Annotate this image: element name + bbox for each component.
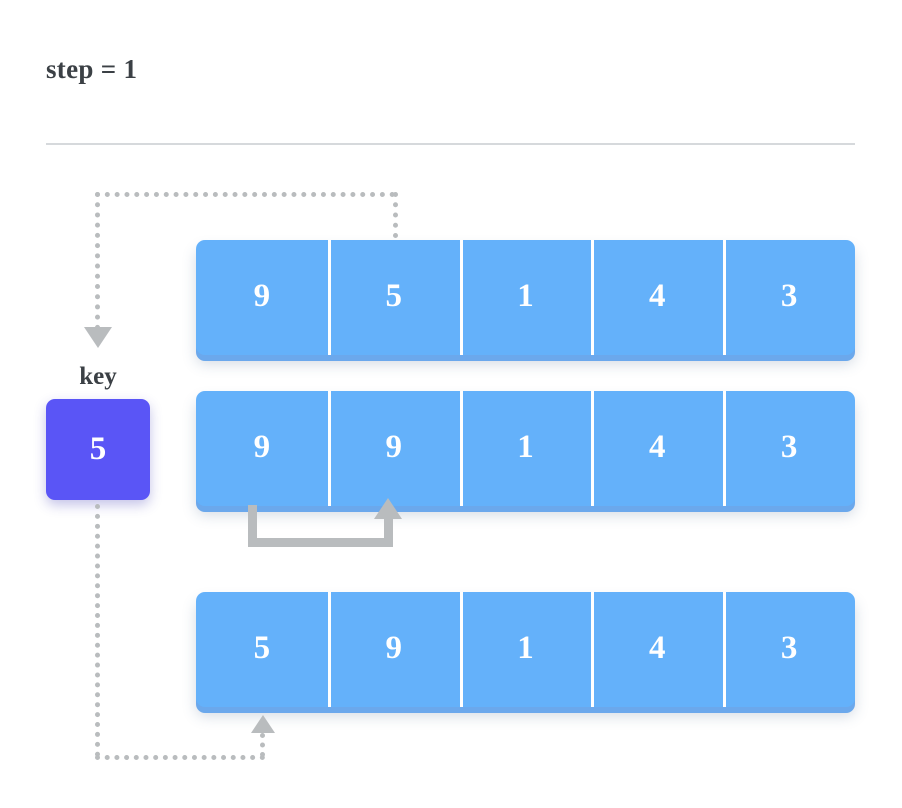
copy-to-key-horizontal-segment <box>95 192 395 197</box>
shift-arrow-right-leg <box>384 515 393 547</box>
key-to-slot-horizontal-segment <box>95 755 265 760</box>
key-label: key <box>79 363 117 390</box>
array-cell: 3 <box>723 240 855 355</box>
array-row-shifted: 9 9 1 4 3 <box>196 391 855 506</box>
array-cell: 1 <box>459 240 592 355</box>
array-row-after: 5 9 1 4 3 <box>196 592 855 707</box>
array-cell: 9 <box>327 592 460 707</box>
array-cell: 9 <box>253 429 271 465</box>
shift-arrow-left-leg <box>248 505 257 547</box>
array-cell: 3 <box>723 592 855 707</box>
array-cell: 5 <box>253 630 271 666</box>
array-row-before: 9 5 1 4 3 <box>196 240 855 355</box>
copy-to-key-vertical-segment <box>95 192 100 330</box>
array-cell: 5 <box>327 240 460 355</box>
array-cell: 4 <box>591 391 723 506</box>
array-cell: 4 <box>591 592 723 707</box>
key-to-slot-riser-segment <box>260 733 265 757</box>
copy-to-key-source-stub <box>393 192 398 238</box>
step-title: step = 1 <box>46 54 138 84</box>
header-divider <box>46 143 855 145</box>
key-value: 5 <box>89 431 107 467</box>
key-box: 5 <box>46 399 150 500</box>
array-cell: 3 <box>723 391 855 506</box>
array-cell: 9 <box>253 278 271 314</box>
array-cell: 9 <box>327 391 460 506</box>
array-cell: 1 <box>459 592 592 707</box>
array-cell: 4 <box>591 240 723 355</box>
shift-arrow-arrowhead-icon <box>374 498 402 519</box>
key-to-slot-vertical-segment <box>95 504 100 757</box>
array-cell: 1 <box>459 391 592 506</box>
shift-arrow-base <box>248 538 393 547</box>
key-to-slot-arrowhead-icon <box>251 715 275 733</box>
copy-to-key-arrowhead-icon <box>84 327 112 348</box>
